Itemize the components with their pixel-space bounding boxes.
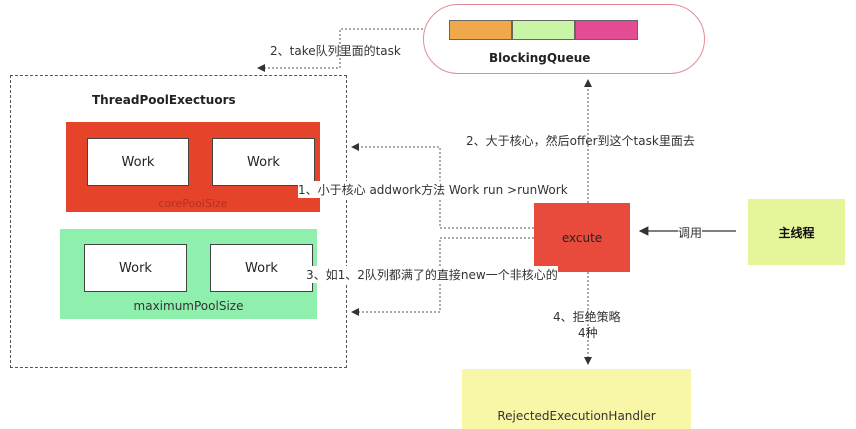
queue-slot-2 (512, 20, 575, 40)
core-work-1: Work (87, 138, 189, 186)
new-non-core-label: 3、如1、2队列都满了的直接new一个非核心的 (306, 266, 558, 283)
call-label: 调用 (678, 224, 703, 241)
add-worker-label: 1、小于核心 addwork方法 Work run >runWork (298, 181, 568, 198)
queue-slot-3 (575, 20, 638, 40)
reject-label-line1: 4、拒绝策略 (553, 310, 621, 324)
new-non-core-connector (351, 237, 534, 316)
take-connector (257, 28, 423, 72)
queue-slot-1 (449, 20, 512, 40)
reject-label-line2: 4种 (578, 326, 598, 340)
core-work-2: Work (212, 138, 315, 186)
blocking-queue-title: BlockingQueue (489, 51, 591, 65)
execute-node: excute (534, 203, 630, 272)
core-pool-size-label: corePoolSize (158, 197, 228, 210)
max-work-2: Work (210, 244, 313, 292)
main-thread-node: 主线程 (748, 199, 845, 265)
rejected-handler-node: RejectedExecutionHandler (462, 369, 691, 429)
offer-label: 2、大于核心，然后offer到这个task里面去 (466, 134, 695, 148)
maximum-pool-size-label: maximumPoolSize (133, 299, 244, 313)
thread-pool-frame (10, 75, 347, 368)
take-label: 2、take队列里面的task (270, 44, 401, 58)
thread-pool-title: ThreadPoolExectuors (92, 93, 236, 107)
max-work-1: Work (84, 244, 187, 292)
